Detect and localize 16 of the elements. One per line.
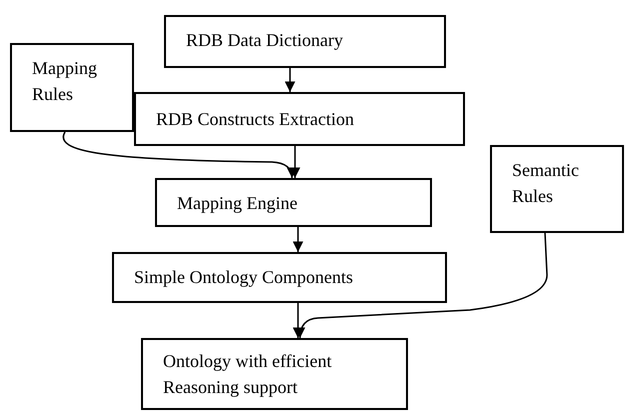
box-label: Mapping Rules	[32, 57, 98, 106]
process-box	[112, 252, 447, 303]
process-box	[155, 178, 432, 227]
arrow	[292, 227, 304, 252]
box-label: Semantic Rules	[512, 159, 580, 208]
box-label: Ontology with efficient Reasoning support	[163, 350, 333, 399]
process-box	[10, 43, 134, 132]
box-label: RDB Data Dictionary	[186, 29, 344, 52]
process-box	[490, 145, 624, 233]
process-box	[141, 338, 408, 410]
process-box	[134, 92, 465, 146]
box-label: Simple Ontology Components	[134, 266, 354, 289]
arrow	[284, 68, 296, 92]
process-box	[164, 15, 446, 68]
box-label: RDB Constructs Extraction	[156, 108, 355, 131]
box-label: Mapping Engine	[177, 192, 298, 215]
